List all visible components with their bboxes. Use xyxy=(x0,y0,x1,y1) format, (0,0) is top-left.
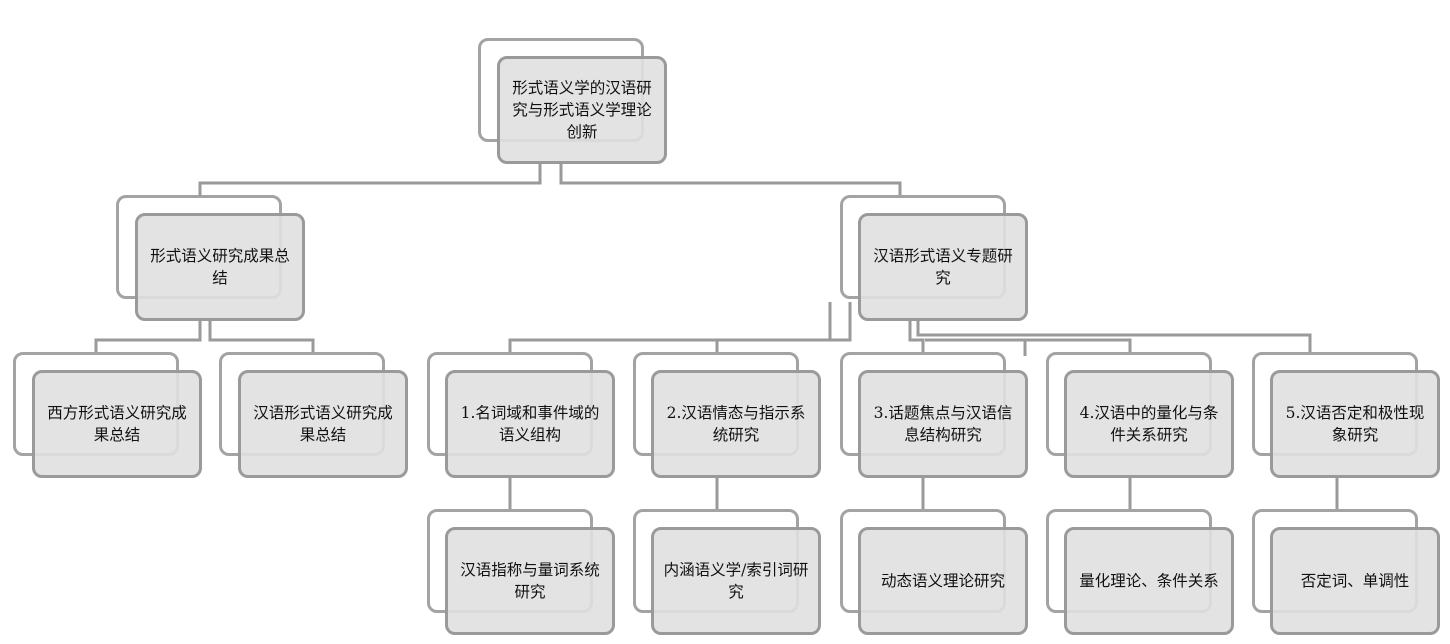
node-label: 内涵语义学/索引词研究 xyxy=(663,561,809,601)
node-label: 汉语形式语义研究成果总结 xyxy=(253,404,393,444)
node-label: 西方形式语义研究成果总结 xyxy=(47,404,187,444)
node-chinese-summary: 汉语形式语义研究成果总结 xyxy=(238,370,408,478)
node-label: 1.名词域和事件域的语义组构 xyxy=(460,404,600,444)
node-label: 2.汉语情态与指示系统研究 xyxy=(666,404,806,444)
connector xyxy=(198,163,542,195)
node-label: 汉语形式语义专题研究 xyxy=(873,247,1013,287)
connector xyxy=(94,320,202,352)
node-western-summary: 西方形式语义研究成果总结 xyxy=(32,370,202,478)
node-label: 汉语指称与量词系统研究 xyxy=(460,561,600,601)
connector xyxy=(908,320,925,352)
node-topic-1: 1.名词域和事件域的语义组构 xyxy=(445,370,615,478)
node-topic-2: 2.汉语情态与指示系统研究 xyxy=(651,370,821,478)
node-topics: 汉语形式语义专题研究 xyxy=(858,213,1028,321)
node-subtopic-1: 汉语指称与量词系统研究 xyxy=(445,527,615,635)
node-subtopic-4: 量化理论、条件关系 xyxy=(1064,527,1234,635)
connector xyxy=(559,163,902,195)
node-subtopic-2: 内涵语义学/索引词研究 xyxy=(651,527,821,635)
node-summary: 形式语义研究成果总结 xyxy=(135,213,305,321)
connector xyxy=(916,320,1312,352)
connector xyxy=(208,320,315,352)
node-label: 形式语义学的汉语研究与形式语义学理论创新 xyxy=(512,79,652,141)
node-label: 5.汉语否定和极性现象研究 xyxy=(1285,404,1425,444)
node-label: 形式语义研究成果总结 xyxy=(150,247,290,287)
node-subtopic-5: 否定词、单调性 xyxy=(1270,527,1440,635)
node-label: 4.汉语中的量化与条件关系研究 xyxy=(1079,404,1219,444)
node-label: 3.话题焦点与汉语信息结构研究 xyxy=(873,404,1013,444)
node-topic-4: 4.汉语中的量化与条件关系研究 xyxy=(1064,370,1234,478)
node-topic-5: 5.汉语否定和极性现象研究 xyxy=(1270,370,1440,478)
root-node: 形式语义学的汉语研究与形式语义学理论创新 xyxy=(497,56,667,164)
node-label: 否定词、单调性 xyxy=(1300,572,1410,590)
node-label: 动态语义理论研究 xyxy=(880,572,1005,590)
node-label: 量化理论、条件关系 xyxy=(1079,572,1219,590)
connector xyxy=(925,338,1132,352)
connector xyxy=(508,302,852,352)
node-subtopic-3: 动态语义理论研究 xyxy=(858,527,1028,635)
node-topic-3: 3.话题焦点与汉语信息结构研究 xyxy=(858,370,1028,478)
